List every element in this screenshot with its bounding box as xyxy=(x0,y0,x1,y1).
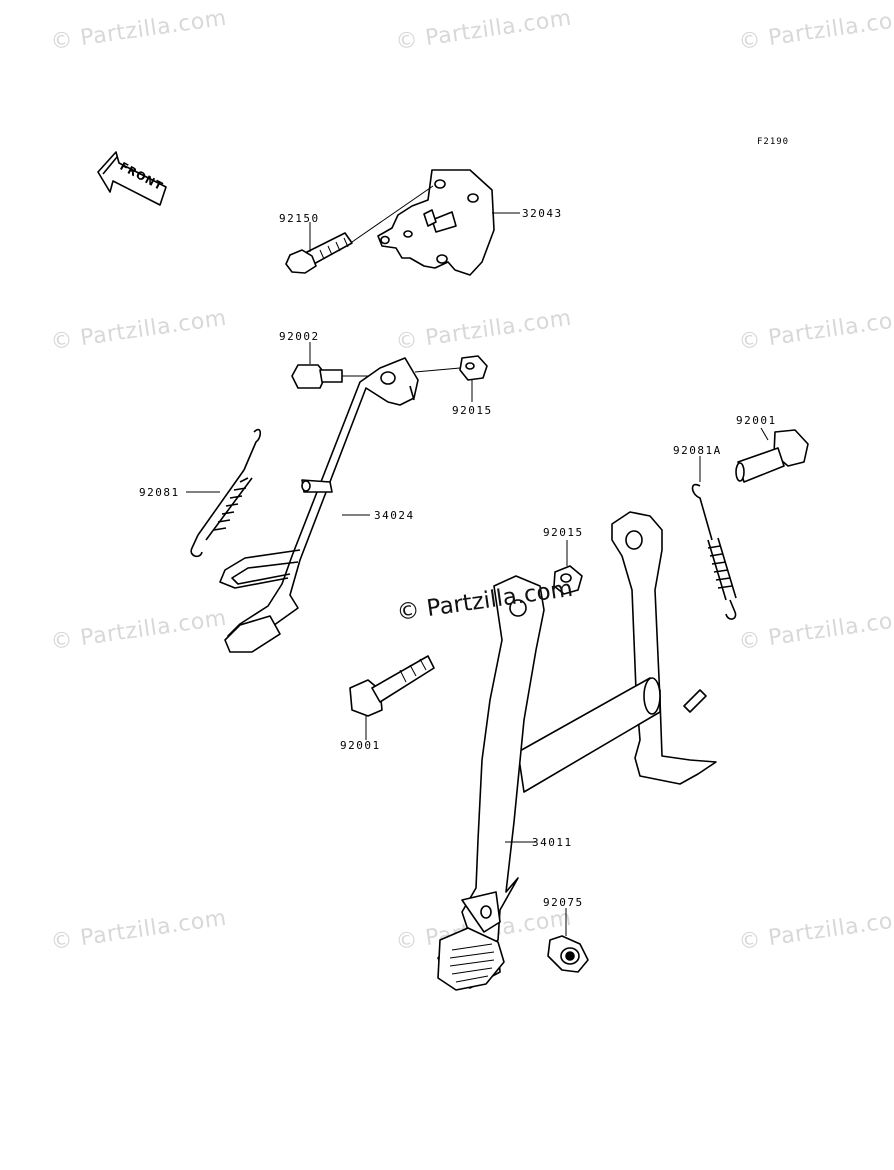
diagram-code: F2190 xyxy=(757,137,790,147)
sidestand-34024 xyxy=(219,357,419,653)
front-arrow-icon xyxy=(97,151,167,206)
bolt-92001-right xyxy=(735,427,809,483)
part-label-92075[interactable]: 92075 xyxy=(543,896,584,909)
pin-92002 xyxy=(291,364,380,389)
part-label-92081[interactable]: 92081 xyxy=(139,486,180,499)
part-label-92001-left[interactable]: 92001 xyxy=(340,739,381,752)
part-label-92150[interactable]: 92150 xyxy=(279,212,320,225)
part-label-32043[interactable]: 32043 xyxy=(522,207,563,220)
nut-92015-center xyxy=(553,540,583,595)
part-label-92002[interactable]: 92002 xyxy=(279,330,320,343)
damper-92075 xyxy=(547,908,589,973)
part-label-92081A[interactable]: 92081A xyxy=(673,444,722,457)
part-label-34024[interactable]: 34024 xyxy=(374,509,415,522)
bracket-32043 xyxy=(377,169,495,276)
spring-92081A xyxy=(691,456,737,620)
nut-92015-top xyxy=(414,355,488,381)
bolt-92001-left xyxy=(349,655,435,740)
part-label-92015-center[interactable]: 92015 xyxy=(543,526,584,539)
part-label-34011[interactable]: 34011 xyxy=(532,836,573,849)
part-label-92001-right[interactable]: 92001 xyxy=(736,414,777,427)
centerstand-34011 xyxy=(437,511,717,991)
bolt-92150 xyxy=(285,185,434,274)
spring-92081 xyxy=(186,428,262,558)
part-label-92015-top[interactable]: 92015 xyxy=(452,404,493,417)
